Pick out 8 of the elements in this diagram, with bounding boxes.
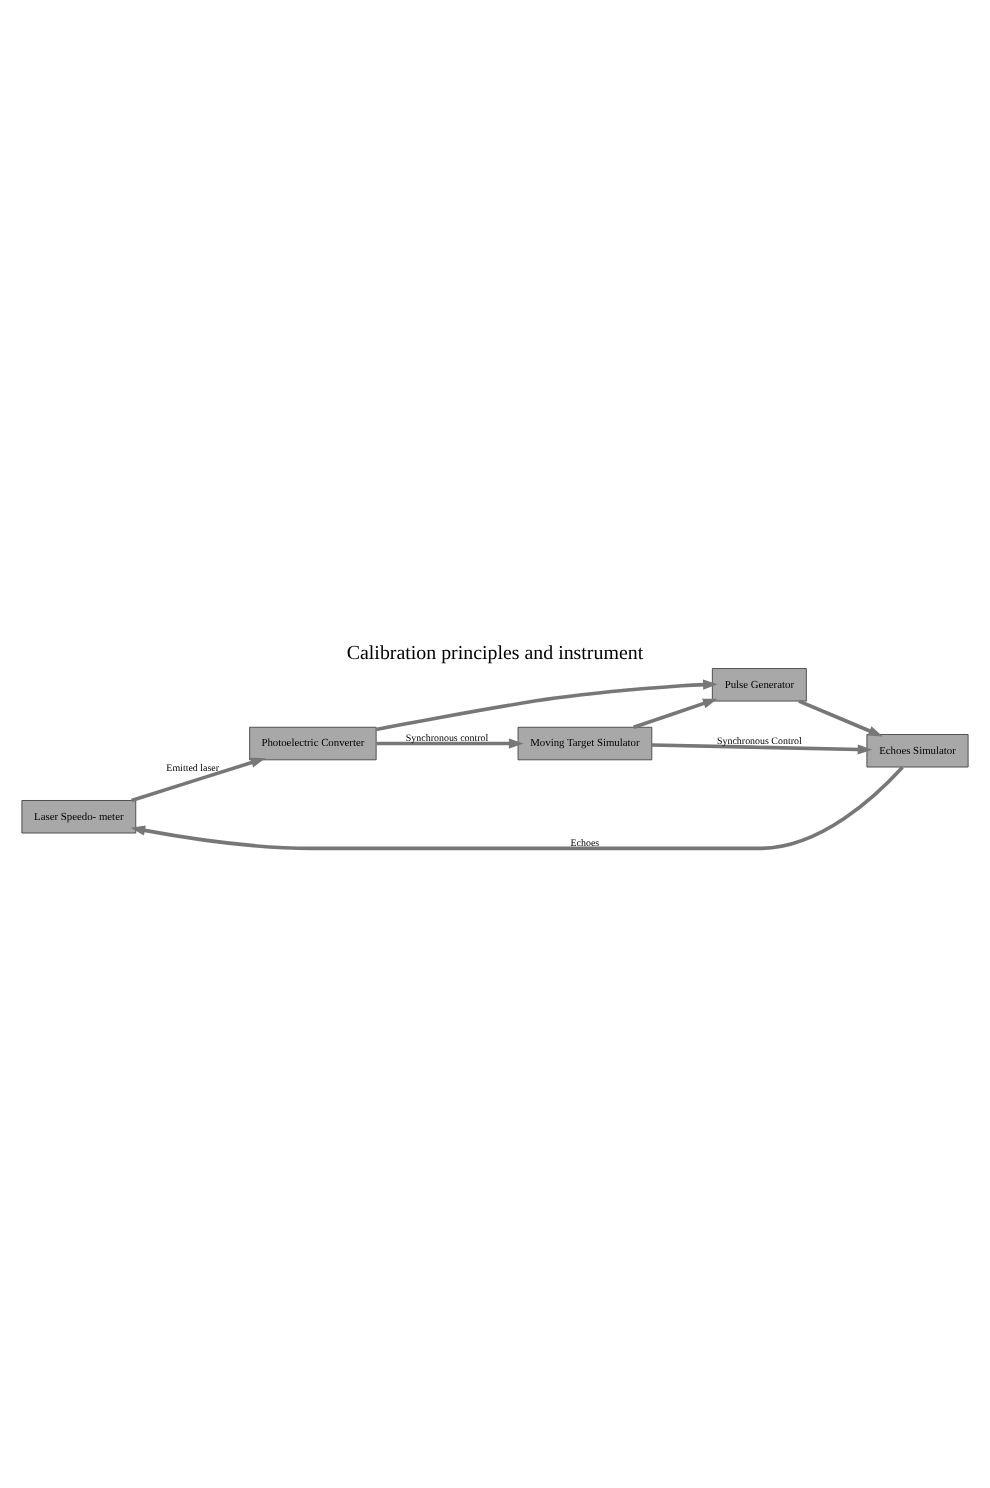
diagram-title: Calibration principles and instrument — [346, 643, 644, 666]
arrow — [130, 766, 904, 851]
arrow — [633, 698, 718, 729]
arrow — [798, 699, 883, 737]
arrow — [375, 679, 718, 732]
arrow — [376, 738, 524, 749]
arrow — [651, 743, 873, 755]
arrow — [131, 757, 266, 803]
